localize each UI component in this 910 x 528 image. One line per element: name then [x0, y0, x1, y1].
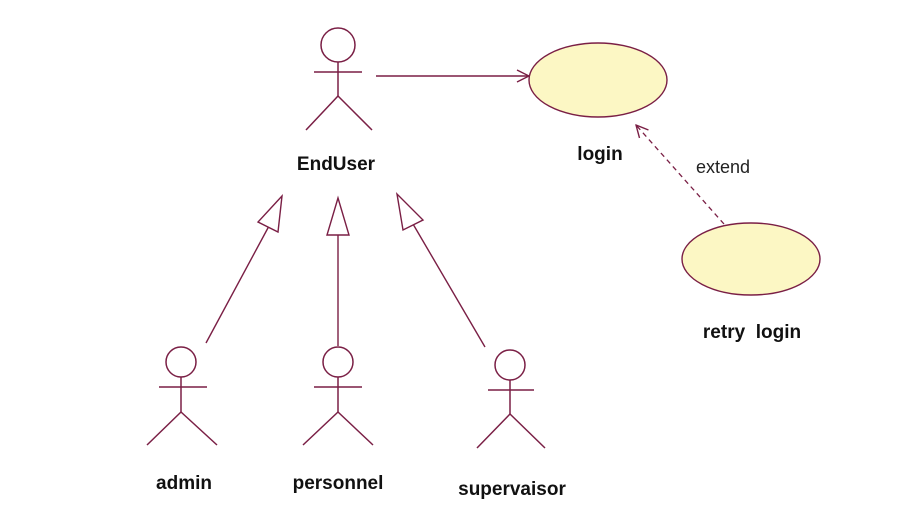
generalization-admin-enduser [205, 193, 283, 344]
actor-enduser-leg-right [337, 95, 373, 131]
actor-supervaisor-head [494, 349, 526, 381]
extend-retry-login-to-login [636, 125, 725, 225]
actor-personnel[interactable] [302, 346, 374, 446]
usecase-retry-login[interactable] [681, 222, 821, 296]
usecase-login-label: login [577, 144, 622, 165]
actor-admin-leg-left [146, 411, 182, 446]
usecase-login[interactable] [528, 42, 668, 118]
generalization-supervaisor-triangle-icon [395, 191, 425, 232]
generalization-admin-triangle-icon [256, 193, 283, 234]
actor-admin-head [165, 346, 197, 378]
extend-label: extend [696, 157, 750, 177]
actor-personnel-head [322, 346, 354, 378]
actor-personnel-label: personnel [293, 473, 384, 494]
actor-enduser[interactable] [305, 27, 373, 131]
generalization-personnel-enduser [326, 195, 350, 346]
actor-supervaisor[interactable] [476, 349, 546, 449]
generalization-supervaisor-line [412, 223, 486, 348]
actor-supervaisor-leg-right [509, 413, 546, 449]
generalization-personnel-triangle-icon [326, 195, 350, 236]
actor-personnel-leg-left [302, 411, 339, 446]
actor-personnel-leg-right [337, 411, 374, 446]
usecase-retry-login-label: retry login [703, 322, 801, 343]
actor-enduser-label: EndUser [297, 154, 376, 175]
generalization-supervaisor-enduser [395, 191, 486, 348]
actor-admin[interactable] [146, 346, 218, 446]
actor-supervaisor-leg-left [476, 413, 511, 449]
actor-admin-label: admin [156, 473, 212, 494]
actor-enduser-head [320, 27, 356, 63]
actor-supervaisor-label: supervaisor [458, 479, 566, 500]
actor-enduser-leg-left [305, 95, 339, 131]
generalization-admin-line [205, 225, 270, 344]
actor-admin-leg-right [180, 411, 218, 446]
